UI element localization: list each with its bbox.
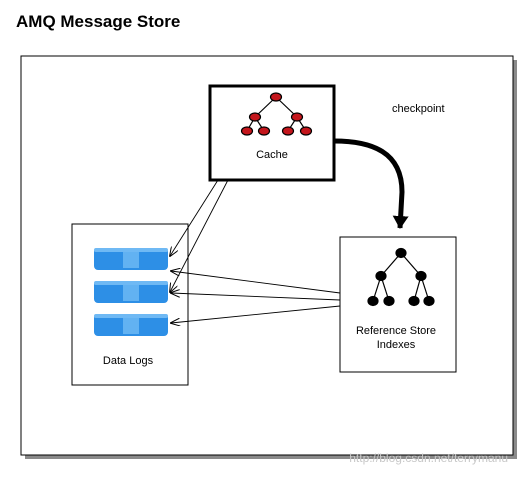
store-to-log2-arrow bbox=[171, 293, 341, 301]
cache-tree-icon bbox=[240, 92, 313, 136]
store-to-log3-arrow bbox=[171, 305, 341, 323]
checkpoint-label: checkpoint bbox=[392, 103, 445, 115]
watermark-text: http://blog.csdn.net/terrymanu bbox=[349, 451, 508, 465]
cache-label: Cache bbox=[256, 149, 288, 161]
data-logs-node: Data Logs bbox=[71, 223, 189, 386]
log-cylinder-3-icon bbox=[94, 314, 168, 336]
store-to-log1-arrow bbox=[171, 271, 341, 294]
reference-store-node: Reference Store Indexes bbox=[339, 236, 457, 373]
cache-to-log1-arrow bbox=[170, 179, 219, 256]
reference-store-label-line1: Reference Store bbox=[356, 325, 436, 337]
reference-store-label-line2: Indexes bbox=[377, 339, 416, 351]
index-tree-icon bbox=[367, 247, 435, 307]
log-cylinder-2-icon bbox=[94, 281, 168, 303]
cache-node: Cache bbox=[208, 84, 336, 182]
data-logs-label: Data Logs bbox=[103, 355, 154, 367]
page-title: AMQ Message Store bbox=[16, 12, 181, 31]
log-cylinder-1-icon bbox=[94, 248, 168, 270]
checkpoint-arrow bbox=[333, 138, 409, 229]
